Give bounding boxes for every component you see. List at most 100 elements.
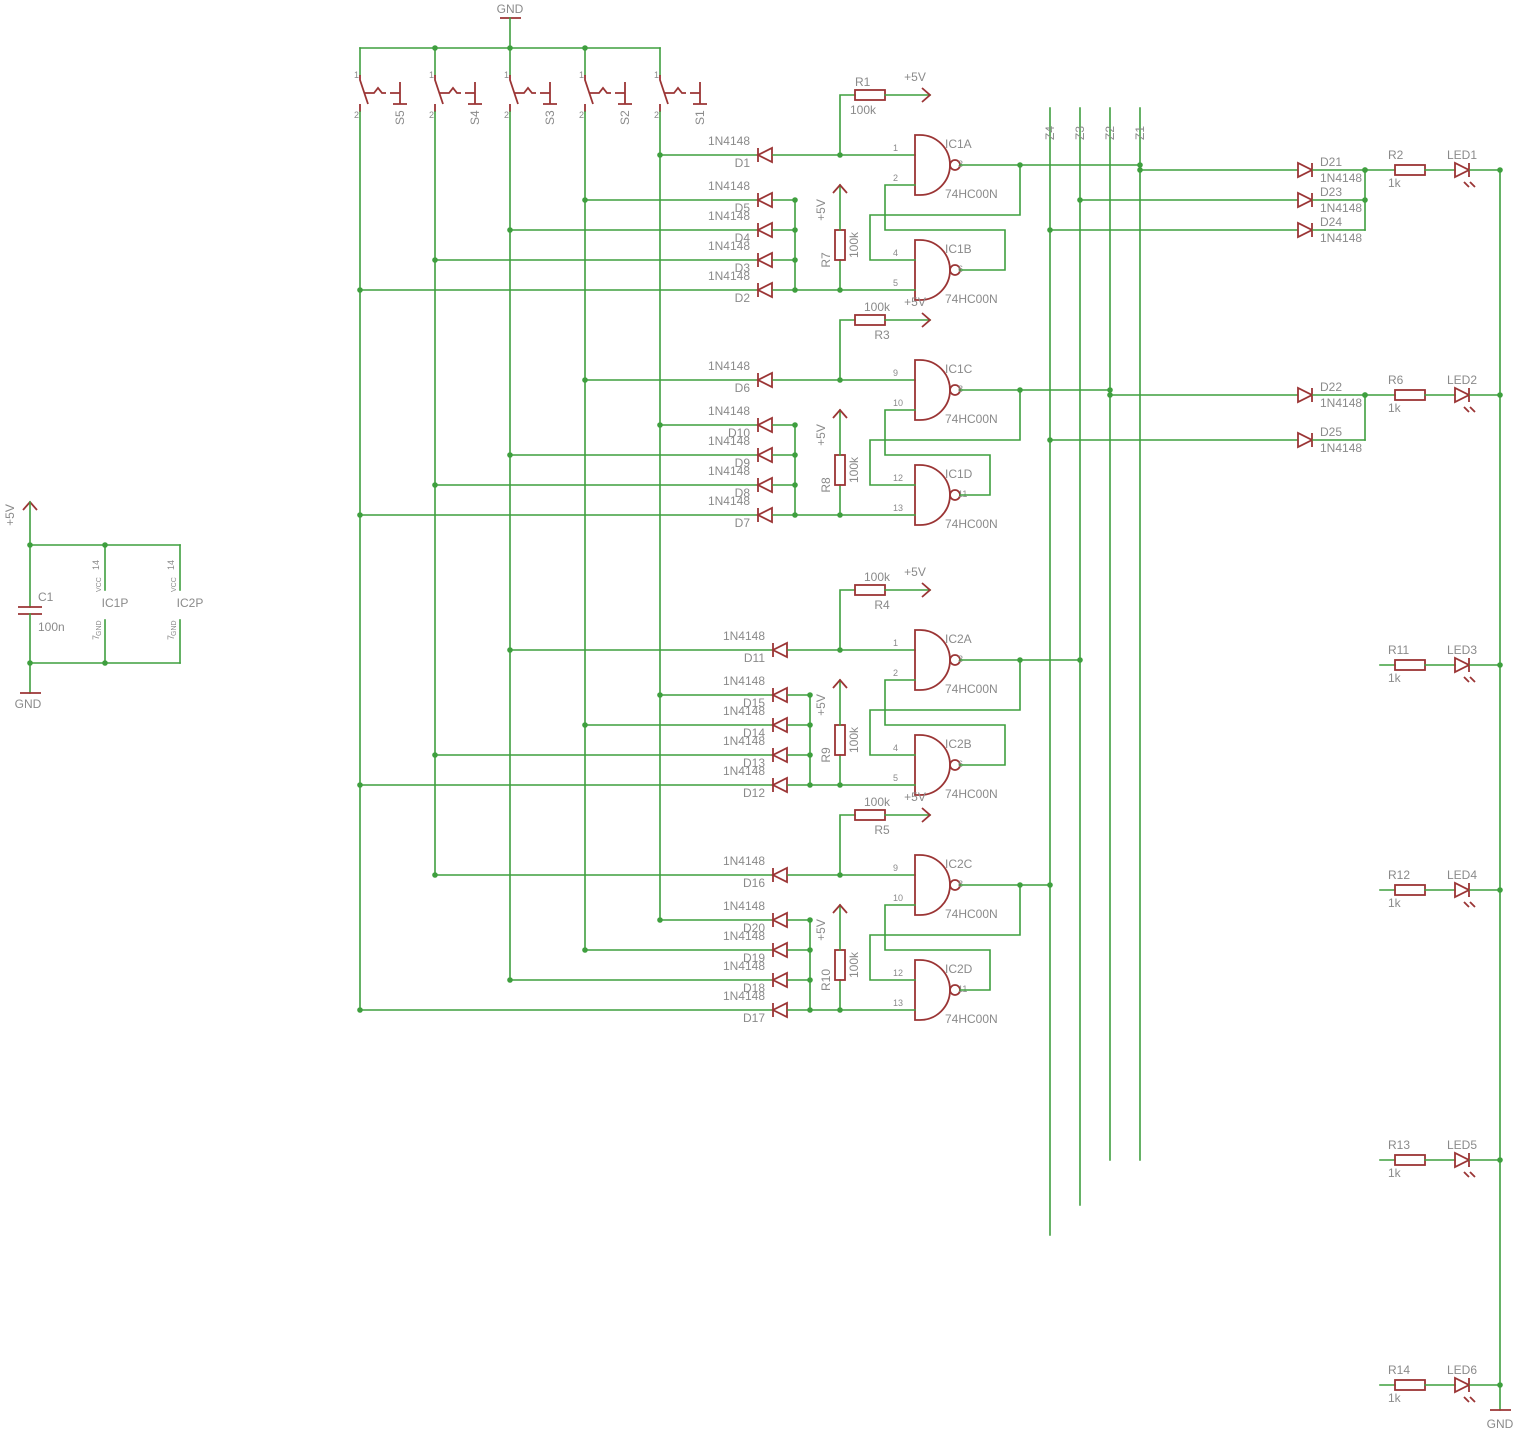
- diode-name: D4: [735, 231, 751, 245]
- pin-number: 5: [893, 773, 898, 783]
- led-name: LED2: [1447, 373, 1477, 387]
- gate-value: 74HC00N: [945, 292, 998, 306]
- switch-name: S4: [468, 110, 482, 125]
- junction: [432, 257, 438, 263]
- diode-value: 1N4148: [708, 239, 750, 253]
- junction: [507, 452, 513, 458]
- junction: [657, 152, 663, 158]
- pin-number: 13: [893, 998, 903, 1008]
- junction: [1362, 167, 1368, 173]
- gate-block-1: 1N4148D1+5VR1100kIC1A74HC00N123IC1B74HC0…: [357, 70, 1143, 306]
- gate-name: IC2A: [945, 632, 972, 646]
- junction: [357, 512, 363, 518]
- diode-value: 1N4148: [708, 434, 750, 448]
- junction: [1107, 387, 1113, 393]
- bus-z3: Z3: [1073, 107, 1087, 1206]
- diode-value: 1N4148: [723, 989, 765, 1003]
- resistor-value: 1k: [1388, 1391, 1402, 1405]
- resistor-name: R8: [819, 477, 833, 493]
- output-diodes: D211N4148D231N4148D241N4148D221N4148D251…: [1047, 155, 1368, 455]
- diode-name: D18: [743, 981, 765, 995]
- gnd-label-left: GND: [15, 697, 42, 711]
- pin-number: 7: [91, 635, 101, 640]
- diode-value: 1N4148: [723, 929, 765, 943]
- diode-name: D14: [743, 726, 765, 740]
- junction: [1047, 437, 1053, 443]
- gnd-label-top: GND: [497, 2, 524, 16]
- diode-name: D6: [735, 381, 751, 395]
- gate-name: IC2B: [945, 737, 972, 751]
- pin-number: 3: [958, 159, 963, 169]
- vcc-label: +5V: [904, 790, 926, 804]
- gate-value: 74HC00N: [945, 682, 998, 696]
- gate-value: 74HC00N: [945, 1012, 998, 1026]
- led-led6: R14 1k LED6: [1379, 1363, 1503, 1405]
- diode-value: 1N4148: [708, 464, 750, 478]
- pin-number: 9: [893, 863, 898, 873]
- diode-value: 1N4148: [708, 494, 750, 508]
- gate-name: IC2D: [945, 962, 973, 976]
- pin-number: 9: [893, 368, 898, 378]
- diode-value: 1N4148: [708, 209, 750, 223]
- pin-number: 10: [893, 893, 903, 903]
- switch-name: S1: [693, 110, 707, 125]
- resistor-value: 1k: [1388, 896, 1402, 910]
- diode-name: D19: [743, 951, 765, 965]
- resistor-name: R14: [1388, 1363, 1410, 1377]
- pin-number: 10: [893, 398, 903, 408]
- gate-value: 74HC00N: [945, 907, 998, 921]
- gnd-pin-label: GND: [171, 620, 178, 636]
- pin-number: 1: [893, 143, 898, 153]
- diode-name: D1: [735, 156, 751, 170]
- diode-name: D25: [1320, 425, 1342, 439]
- gate-value: 74HC00N: [945, 187, 998, 201]
- diode-value: 1N4148: [1320, 231, 1362, 245]
- diode-name: D17: [743, 1011, 765, 1025]
- gnd-pin-label: GND: [96, 620, 103, 636]
- diode-name: D11: [744, 651, 765, 665]
- pin-number: 1: [429, 70, 434, 80]
- bus-z1: Z1: [1133, 107, 1147, 1161]
- resistor-name: R1: [855, 75, 871, 89]
- gate-value: 74HC00N: [945, 787, 998, 801]
- resistor-name: R12: [1388, 868, 1410, 882]
- diode-name: D5: [735, 201, 751, 215]
- vcc-label: +5V: [904, 70, 926, 84]
- resistor-value: 1k: [1388, 176, 1402, 190]
- led-name: LED6: [1447, 1363, 1477, 1377]
- cap-value: 100n: [38, 620, 65, 634]
- diode-name: D2: [735, 291, 751, 305]
- vcc-label: +5V: [814, 694, 828, 716]
- resistor-name: R13: [1388, 1138, 1410, 1152]
- diode-name: D7: [735, 516, 751, 530]
- junction: [1137, 167, 1143, 173]
- led-name: LED1: [1447, 148, 1477, 162]
- vcc-label: +5V: [904, 295, 926, 309]
- junction: [432, 752, 438, 758]
